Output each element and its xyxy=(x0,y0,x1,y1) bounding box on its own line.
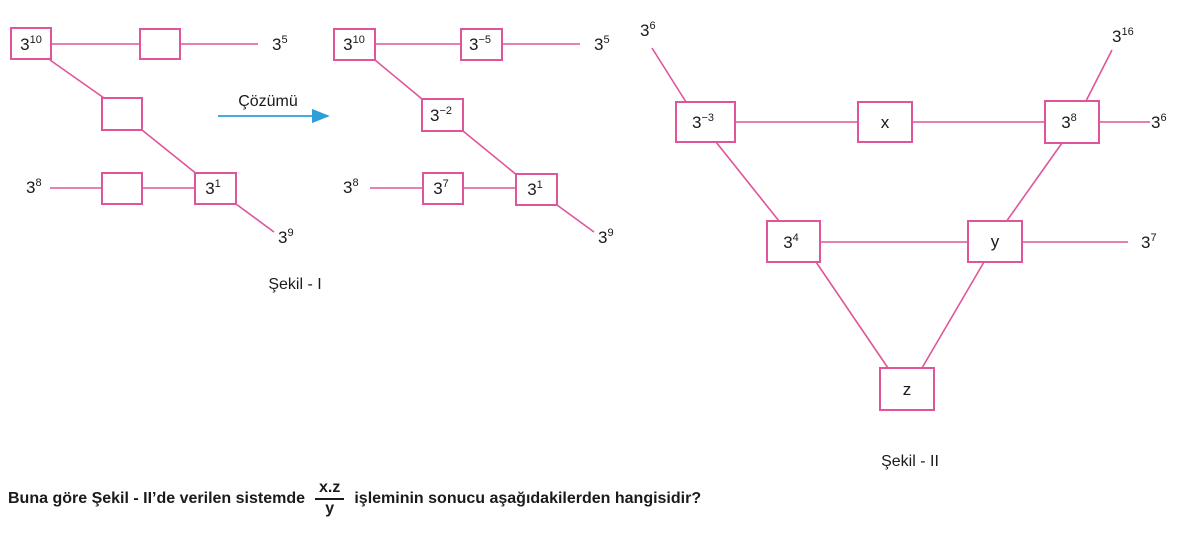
fig2-label-z: z xyxy=(903,380,912,399)
fig2-box-left xyxy=(675,101,736,143)
fraction-denominator: y xyxy=(325,499,335,517)
fig1s-box-top-left xyxy=(333,28,376,61)
fig1s-box-node-right xyxy=(515,173,558,206)
fig2-box-mid-left xyxy=(766,220,821,263)
fig1-label-left-bottom: 38 xyxy=(26,177,42,197)
figure-1-problem: 310 35 38 31 39 xyxy=(10,27,294,247)
fig2-box-y xyxy=(967,220,1023,263)
fig1s-box-mid xyxy=(421,98,464,132)
fig1-label-node-right: 31 xyxy=(205,178,221,198)
figure-2: 36 3−3 x 38 36 316 34 y 37 z xyxy=(640,20,1167,411)
fig2-box-x xyxy=(857,101,913,143)
fig1s-label-bottom-mid: 37 xyxy=(433,178,449,198)
fig2-box-z xyxy=(879,367,935,411)
fig2-label-end-top-right: 316 xyxy=(1112,26,1134,46)
solution-arrow: Çözümü xyxy=(218,93,330,124)
arrow-label: Çözümü xyxy=(238,93,298,110)
fig1-empty-box-top xyxy=(139,28,181,60)
figure-1-solution: 310 3−5 35 3−2 38 37 31 39 xyxy=(333,28,614,247)
fig2-label-end-right: 36 xyxy=(1151,112,1167,132)
fig2-label-box-left: 3−3 xyxy=(692,112,714,132)
fig1-empty-box-bottom xyxy=(101,172,143,205)
question-text: Buna göre Şekil - II’de verilen sistemde… xyxy=(8,479,702,518)
fig1s-label-top-mid: 3−5 xyxy=(469,34,491,54)
fig1s-label-node-right: 31 xyxy=(527,179,543,199)
fig1-caption: Şekil - I xyxy=(268,276,321,293)
fig1s-label-top-left: 310 xyxy=(343,34,365,54)
fig1-label-top-right: 35 xyxy=(272,34,288,54)
fraction-numerator: x.z xyxy=(315,479,345,500)
fig1-box-node-right xyxy=(194,172,237,205)
question-fraction: x.z y xyxy=(315,479,345,518)
fig2-caption: Şekil - II xyxy=(881,453,939,470)
fig1s-label-mid: 3−2 xyxy=(430,105,452,125)
fig1-box-top-left xyxy=(10,27,52,60)
question-after: işleminin sonucu aşağıdakilerden hangisi… xyxy=(354,489,702,507)
fig1s-label-end-bottom: 39 xyxy=(598,227,614,247)
fig1s-box-top-mid xyxy=(460,28,503,61)
fig1s-label-top-right: 35 xyxy=(594,34,610,54)
fig2-label-end-mid-right: 37 xyxy=(1141,232,1157,252)
fig1-empty-box-mid xyxy=(101,97,143,131)
fig1s-label-left-bottom: 38 xyxy=(343,177,359,197)
fig1s-box-bottom-mid xyxy=(422,172,464,205)
fig2-label-x: x xyxy=(881,113,890,132)
fig2-label-y: y xyxy=(991,232,1000,251)
fig2-label-end-top-left: 36 xyxy=(640,20,656,40)
fig2-label-box-mid-left: 34 xyxy=(783,232,799,252)
fig2-box-right xyxy=(1044,100,1100,144)
fig1-label-top-left: 310 xyxy=(20,34,42,54)
question-before: Buna göre Şekil - II’de verilen sistemde xyxy=(8,489,305,507)
fig2-label-box-right: 38 xyxy=(1061,112,1077,132)
fig1-label-end-bottom: 39 xyxy=(278,227,294,247)
